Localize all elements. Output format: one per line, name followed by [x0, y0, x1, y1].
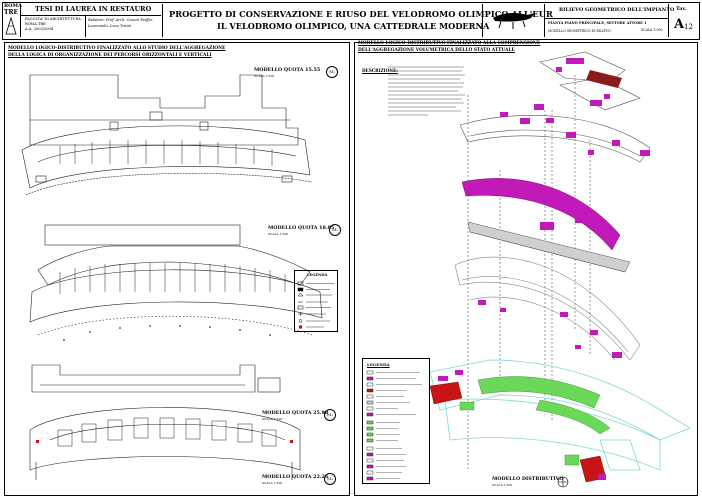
title-block	[2, 2, 700, 40]
model-4-label: MODELLO QUOTA 22.25	[262, 474, 329, 480]
right-legend: LEGENDA	[362, 358, 430, 484]
thesis-label: TESI DI LAUREA IN RESTAURO	[35, 5, 152, 13]
main-title: PROGETTO DI CONSERVAZIONE E RIUSO DEL VE…	[169, 9, 553, 19]
model-4-scale: SCALA 1:500	[262, 481, 283, 485]
scale-label: SCALA 1:500	[641, 28, 663, 32]
right-legend-title: LEGENDA	[367, 362, 390, 367]
sheet-number-block: Tav. A 12	[668, 4, 699, 37]
distributive-model-label: MODELLO DISTRIBUTIVO	[492, 476, 564, 482]
model-3-label: MODELLO QUOTA 25.98	[262, 410, 329, 416]
left-legend-title: LEGENDA	[307, 273, 328, 277]
university-logo: ROMA TRE	[4, 4, 22, 38]
velodrome-emblem-icon	[493, 13, 535, 29]
sheet-letter: A	[674, 17, 685, 32]
sheet-label: Tav.	[676, 6, 687, 12]
section-subtitle: PIANTA PIANO PRINCIPALE, SETTORE ATTORE …	[548, 21, 647, 25]
faculty-line-2: ROMA TRE	[25, 22, 46, 26]
model-1-badge: M₁	[326, 66, 338, 78]
left-panel	[4, 42, 350, 496]
model-2-badge: M₂	[329, 224, 341, 236]
model-4-badge: M₄	[324, 473, 336, 485]
right-panel-heading-1: MODELLO LOGICO-DISTRIBUTIVO FINALIZZATO …	[358, 41, 541, 46]
right-panel-heading-2: DELL'AGGREGAZIONE VOLUMETRICA DELLO STAT…	[358, 48, 515, 53]
model-2-label: MODELLO QUOTA 18.85	[268, 225, 335, 231]
faculty-line-3: A.A. 2003/2004	[25, 27, 54, 31]
thesis-block: TESI DI LAUREA IN RESTAURO FACOLTA' DI A…	[20, 4, 161, 37]
emblem-area	[482, 4, 545, 37]
description-text-lines	[388, 66, 465, 116]
sheet-number: 12	[684, 23, 693, 31]
supervisor-line-2: Laureando: Luca Trenti	[88, 24, 132, 28]
logo-text-1: ROMA	[4, 3, 22, 9]
title-area: PROGETTO DI CONSERVAZIONE E RIUSO DEL VE…	[162, 4, 553, 37]
left-panel-heading-2: DELLA LOGICA DI ORGANIZZAZIONE DEI PERCO…	[8, 53, 212, 58]
model-1-scale: SCALA 1:500	[254, 74, 275, 78]
faculty-line-1: FACOLTA' DI ARCHITETTURA	[25, 17, 81, 21]
right-panel	[354, 42, 698, 496]
logo-mark-icon	[5, 16, 17, 35]
distributive-model-scale: SCALA 1:500	[492, 483, 513, 487]
left-legend-symbols-icon	[297, 281, 334, 329]
model-3-scale: SCALA 1:500	[262, 417, 283, 421]
description-text-block	[388, 64, 468, 118]
left-legend: LEGENDA	[294, 270, 338, 332]
section-block: RILIEVO GEOMETRICO DELL'IMPIANTO PIANTA …	[544, 4, 674, 37]
description-label: DESCRIZIONE:	[362, 68, 398, 73]
model-2-scale: SCALA 1:500	[268, 232, 289, 236]
section-subtitle-2: MODELLO GEOMETRICO DI RILIEVO	[548, 29, 611, 33]
model-1-label: MODELLO QUOTA 15.55	[254, 67, 321, 73]
supervisor-line-1: Relatore: Prof. Arch. Cesare Feiffer	[88, 18, 153, 22]
section-title: RILIEVO GEOMETRICO DELL'IMPIANTO	[559, 7, 675, 13]
logo-text-2: TRE	[4, 9, 19, 16]
right-legend-swatches-icon	[366, 370, 422, 481]
left-panel-heading-1: MODELLO LOGICO-DISTRIBUTIVO FINALIZZATO …	[8, 46, 226, 51]
model-3-badge: M₃	[324, 409, 336, 421]
main-subtitle: IL VELODROMO OLIMPICO, UNA CATTEDRALE MO…	[217, 21, 490, 31]
